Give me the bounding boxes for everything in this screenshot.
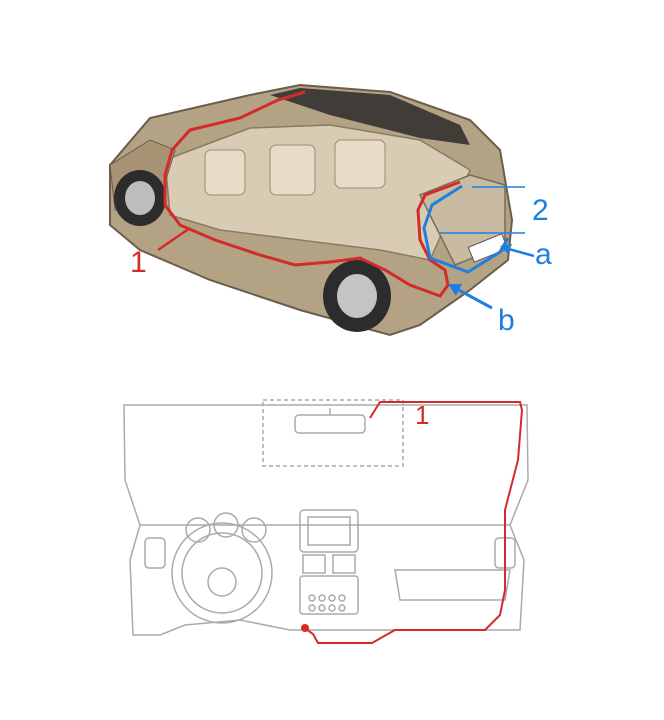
route-1-red-cable xyxy=(163,90,461,298)
dashboard-outline xyxy=(129,524,525,636)
label-point-b: b xyxy=(498,304,515,337)
leader-b xyxy=(454,286,493,310)
steering-wheel xyxy=(171,522,273,624)
center-vent-right xyxy=(332,554,356,574)
glove-box xyxy=(394,569,511,601)
label-route-2: 2 xyxy=(532,194,549,227)
car-cutaway-illustration xyxy=(109,83,535,337)
label-point-a: a xyxy=(535,238,552,271)
rear-view-mirror xyxy=(294,414,366,434)
bottom-route-1-red-cable xyxy=(305,401,524,644)
front-wheel xyxy=(114,170,166,226)
leader-1 xyxy=(157,226,191,252)
camera-mount-area xyxy=(262,399,404,467)
center-vent-left xyxy=(302,554,326,574)
label-bottom-route-1: 1 xyxy=(415,400,430,430)
rear-wheel xyxy=(323,260,391,332)
center-screen xyxy=(299,509,359,553)
radio-panel xyxy=(299,575,359,615)
power-outlet-marker xyxy=(301,624,309,632)
dashboard-line-drawing xyxy=(123,399,529,644)
left-side-vent xyxy=(144,537,166,569)
windshield-frame xyxy=(123,404,529,526)
label-route-1: 1 xyxy=(130,246,147,279)
route-2-blue-cable xyxy=(422,184,510,274)
car-body xyxy=(109,83,514,337)
